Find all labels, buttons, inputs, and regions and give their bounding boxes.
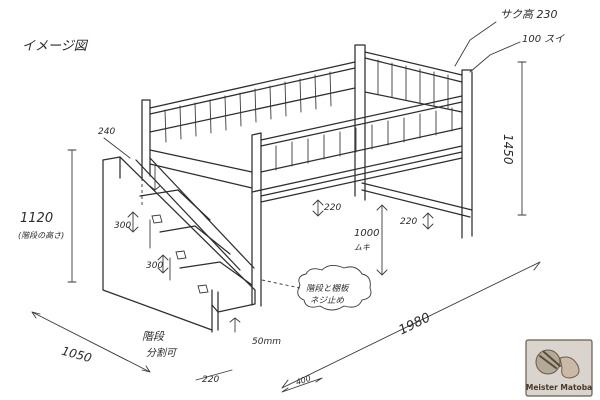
label-under-clearance: 220 [324, 203, 341, 213]
label-length: 1980 [397, 310, 433, 338]
diagram-title: イメージ図 [22, 39, 89, 54]
label-step-rise-1: 300 [114, 221, 131, 231]
label-gap-note: 50mm [252, 337, 281, 347]
label-stair-height: 1120 [20, 211, 53, 226]
label-rail-height: サク高 230 [500, 8, 558, 21]
staircase [102, 156, 256, 333]
label-stairs-sub: 分割可 [146, 347, 178, 359]
label-post-size: 100 スイ [522, 34, 565, 45]
label-leg-width: 400 [295, 374, 312, 387]
label-under-height: 1000 [354, 228, 379, 239]
label-depth: 1050 [60, 344, 93, 366]
label-stair-foot: 220 [202, 375, 219, 385]
dimension-lines [31, 21, 541, 393]
label-cloud-note-2: ネジ止め [310, 295, 345, 306]
label-cloud-note-1: 階段と棚板 [306, 283, 350, 294]
label-right-gap: 220 [400, 217, 417, 227]
bed-frame [141, 44, 473, 307]
label-step-rise-2: 300 [146, 261, 163, 271]
note-cloud [297, 265, 372, 311]
label-stair-sub: (階段の高さ) [18, 231, 64, 240]
brand-logo-text: Meister Matoba [526, 383, 592, 392]
label-stairs: 階段 [142, 330, 165, 343]
label-bed-height: 1450 [501, 134, 515, 165]
label-under-height-sub: ムキ [354, 243, 370, 252]
brand-logo: Meister Matoba [525, 339, 593, 397]
label-step-top-width: 240 [98, 127, 115, 137]
